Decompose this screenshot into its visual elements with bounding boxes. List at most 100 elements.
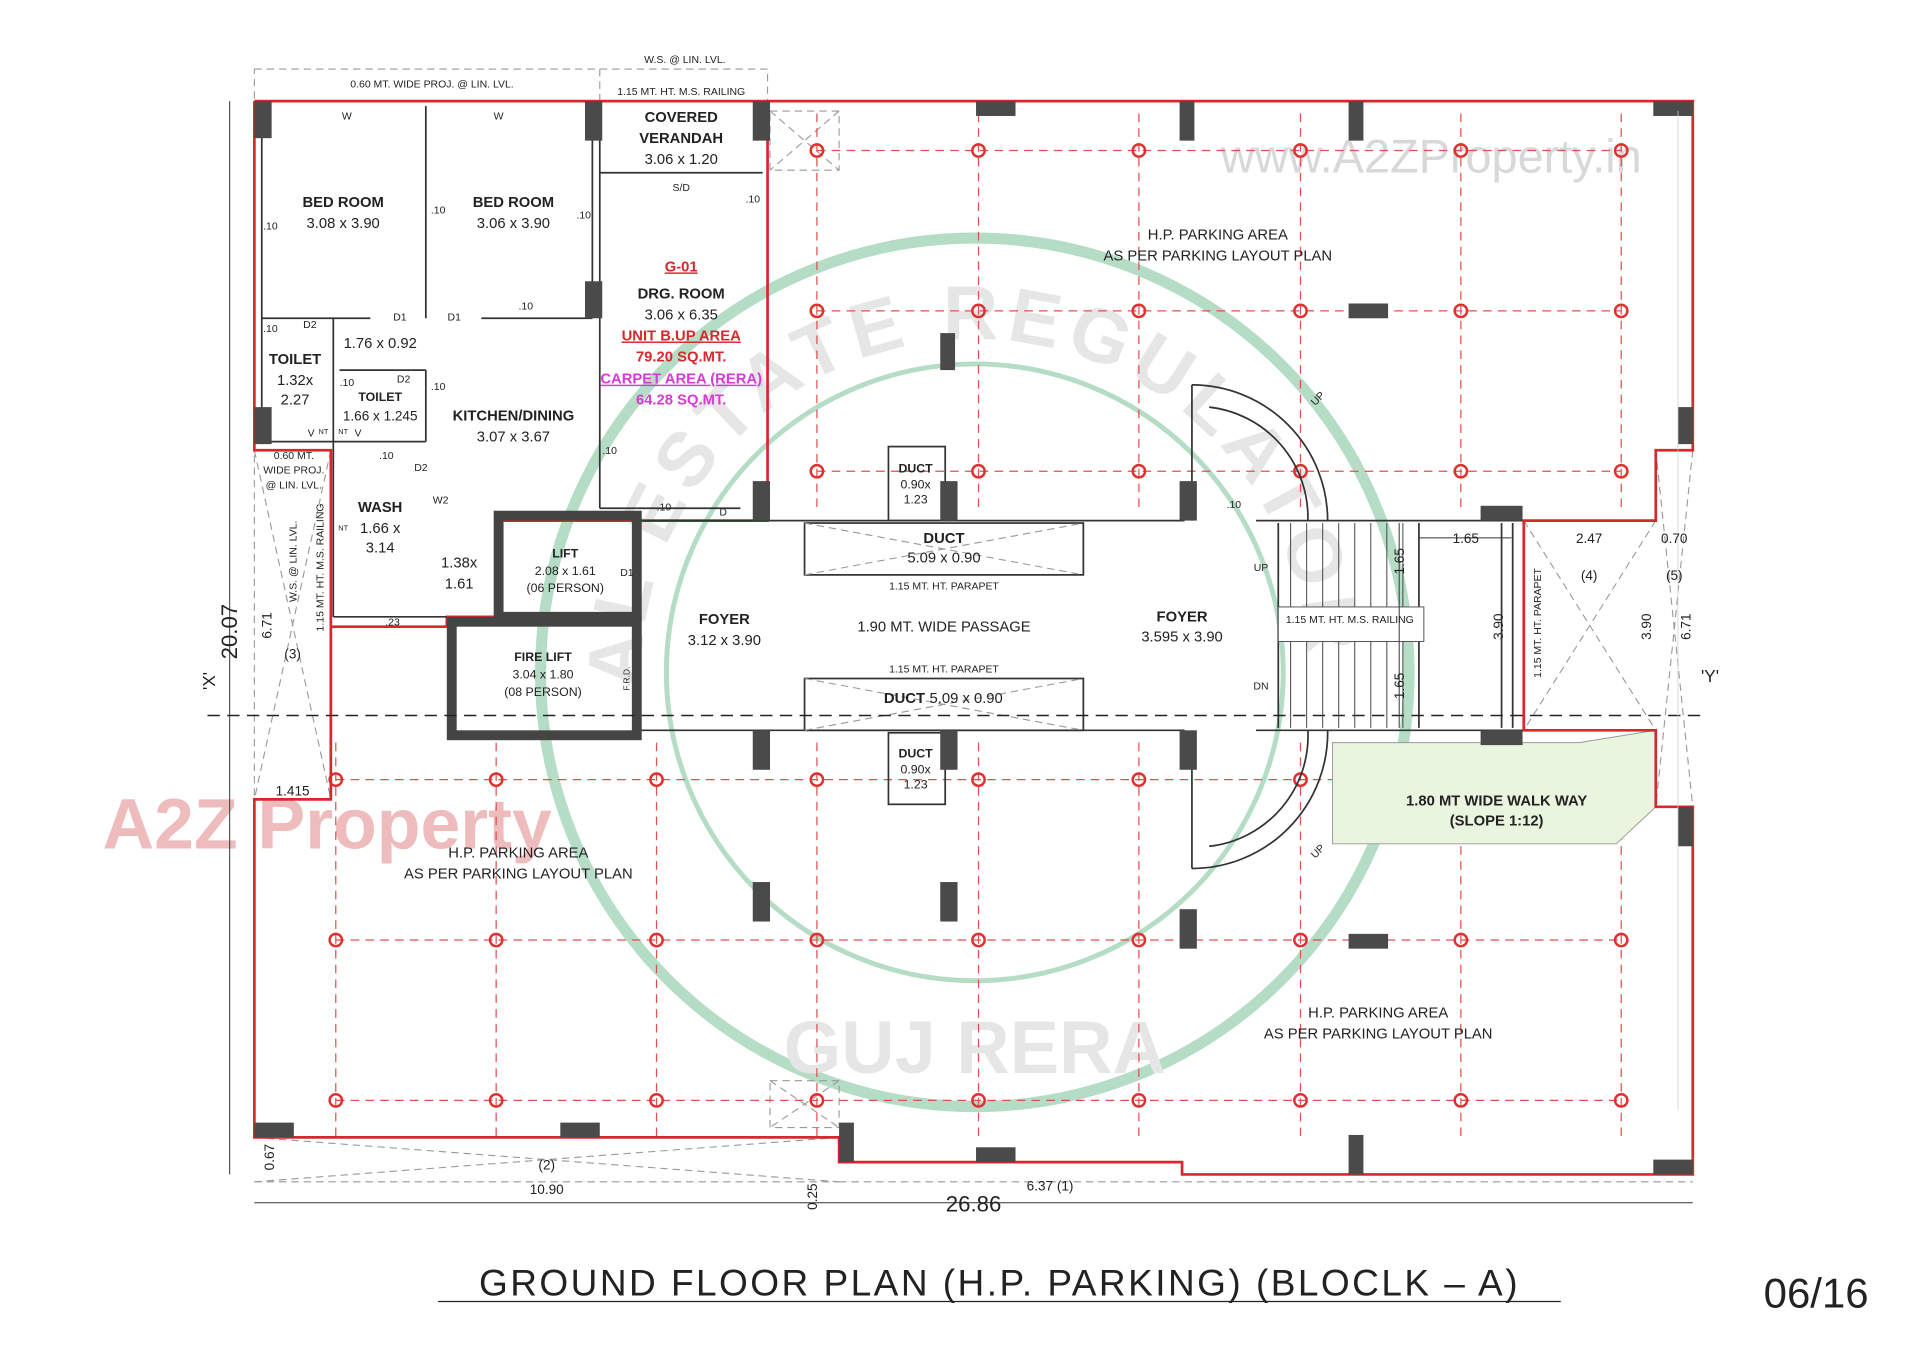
duct-3-size-2: 1.23 xyxy=(904,492,928,506)
thickness-label: .10 xyxy=(263,221,278,232)
grid-node-icon xyxy=(809,932,825,948)
foyer-1-size: 3.12 x 3.90 xyxy=(688,633,761,649)
grid-node-icon xyxy=(1613,143,1629,158)
column xyxy=(1348,933,1389,949)
overall-width: 26.86 xyxy=(946,1191,1002,1216)
lift-size: 2.08 x 1.61 xyxy=(535,564,596,578)
grid-node-icon xyxy=(328,932,344,948)
grid-node-icon xyxy=(1293,143,1308,158)
dim-label: 1.415 xyxy=(276,784,310,799)
grid-node-icon xyxy=(1613,932,1629,948)
column xyxy=(940,481,958,521)
grid-node-icon xyxy=(1293,1093,1308,1108)
parking-3-line2: AS PER PARKING LAYOUT PLAN xyxy=(1264,1027,1493,1043)
parking-labels: H.P. PARKING AREA AS PER PARKING LAYOUT … xyxy=(404,227,1587,1042)
grid-node-icon xyxy=(1131,932,1147,948)
note-railing-left: 1.15 MT. HT. M.S. RAILING xyxy=(315,503,326,631)
note-proj-left-1: 0.60 MT. xyxy=(274,451,314,462)
duct-3-size: 0.90x xyxy=(901,478,932,492)
dim-label: (5) xyxy=(1666,568,1683,583)
builtup-area-value: 79.20 SQ.MT. xyxy=(636,349,726,365)
marker-door: D1 xyxy=(448,313,462,324)
grid-node-icon xyxy=(649,1093,664,1108)
note-parapet-2: 1.15 MT. HT. PARAPET xyxy=(889,664,999,675)
marker-nahani-trap: NT xyxy=(319,427,329,436)
foyer-2-size: 3.595 x 3.90 xyxy=(1141,629,1222,645)
dim-label: 3.90 xyxy=(1491,613,1506,640)
parking-3-line1: H.P. PARKING AREA xyxy=(1308,1006,1448,1022)
grid-node-icon xyxy=(649,772,664,788)
parking-grid xyxy=(328,113,1629,1138)
dimension-labels: 20.07 26.86 10.90 6.37 (1) 0.25 0.67 (2)… xyxy=(199,531,1719,1217)
column xyxy=(1480,505,1523,521)
marker-window: W xyxy=(342,112,352,123)
grid-node-icon xyxy=(1293,772,1308,788)
notes: 0.60 MT. WIDE PROJ. @ LIN. LVL. W.S. @ L… xyxy=(263,55,1544,678)
wash-size: 1.66 x xyxy=(360,521,401,537)
duct-4-size-2: 1.23 xyxy=(904,777,928,791)
thickness-label: .10 xyxy=(1227,500,1242,511)
carpet-area-label: CARPET AREA (RERA) xyxy=(600,372,762,388)
dimension-lines xyxy=(229,101,1693,1204)
grid-node-icon xyxy=(809,1093,825,1108)
note-proj-left-2: WIDE PROJ. xyxy=(263,466,324,477)
stair-down-label: DN xyxy=(1253,682,1268,693)
column xyxy=(1179,730,1197,770)
verandah-size: 3.06 x 1.20 xyxy=(645,152,718,168)
toilet-1-name: TOILET xyxy=(269,352,321,368)
grid-node-icon xyxy=(1293,303,1308,319)
columns xyxy=(254,101,1693,1175)
builtup-area-label: UNIT B.UP AREA xyxy=(622,328,742,344)
dim-label: 0.25 xyxy=(805,1183,820,1209)
column xyxy=(1653,101,1693,116)
grid-node-icon xyxy=(1453,143,1469,158)
grid-node-icon xyxy=(971,932,986,948)
grid-node-icon xyxy=(809,463,825,479)
column xyxy=(1179,481,1197,521)
column xyxy=(1179,101,1195,141)
column xyxy=(254,407,272,445)
passage-label: 1.90 MT. WIDE PASSAGE xyxy=(857,620,1030,636)
column xyxy=(254,101,272,139)
ramp-up-label: UP xyxy=(1309,843,1327,861)
grid-node-icon xyxy=(1613,463,1629,479)
lobby-size-2: 1.61 xyxy=(445,576,474,592)
bedroom-1-name: BED ROOM xyxy=(302,195,383,211)
stair-up-label: UP xyxy=(1254,563,1269,574)
section-marker-x: 'X' xyxy=(199,672,219,690)
wash-size-2: 3.14 xyxy=(366,541,395,557)
dim-label: 6.37 (1) xyxy=(1027,1178,1074,1193)
wash-name: WASH xyxy=(358,500,402,516)
column xyxy=(752,481,771,521)
note-ws-top: W.S. @ LIN. LVL. xyxy=(644,55,725,66)
column xyxy=(560,1122,600,1138)
column xyxy=(1480,730,1523,746)
note-railing-top: 1.15 MT. HT. M.S. RAILING xyxy=(617,87,745,98)
note-ws-left: W.S. @ LIN. LVL. xyxy=(288,521,299,602)
grid-node-icon xyxy=(1131,772,1147,788)
parking-1-line2: AS PER PARKING LAYOUT PLAN xyxy=(1104,248,1333,264)
dim-label: 3.90 xyxy=(1639,613,1654,640)
thickness-label: .10 xyxy=(602,446,617,457)
dim-label: 0.70 xyxy=(1661,531,1688,546)
dim-label: 1.65 xyxy=(1392,673,1407,699)
column xyxy=(752,882,771,922)
lift-name: LIFT xyxy=(552,547,578,561)
staircase xyxy=(1290,523,1404,728)
column xyxy=(1348,101,1364,141)
verandah-name: COVERED xyxy=(645,110,718,126)
grid-node-icon xyxy=(1131,143,1147,158)
bedroom-2-name: BED ROOM xyxy=(473,195,554,211)
dim-label: 1.65 xyxy=(1392,548,1407,574)
dim-label: 0.67 xyxy=(262,1144,277,1170)
marker-door: D1 xyxy=(620,568,634,579)
marker-nahani-trap: NT xyxy=(338,523,348,532)
grid-node-icon xyxy=(1453,1093,1469,1108)
dim-label: (3) xyxy=(284,647,301,662)
grid-node-icon xyxy=(1453,463,1469,479)
grid-node-icon xyxy=(971,143,986,158)
grid-node-icon xyxy=(1613,303,1629,319)
thickness-label: .23 xyxy=(385,617,400,628)
thickness-label: .10 xyxy=(431,205,446,216)
parking-1-line1: H.P. PARKING AREA xyxy=(1148,227,1288,243)
